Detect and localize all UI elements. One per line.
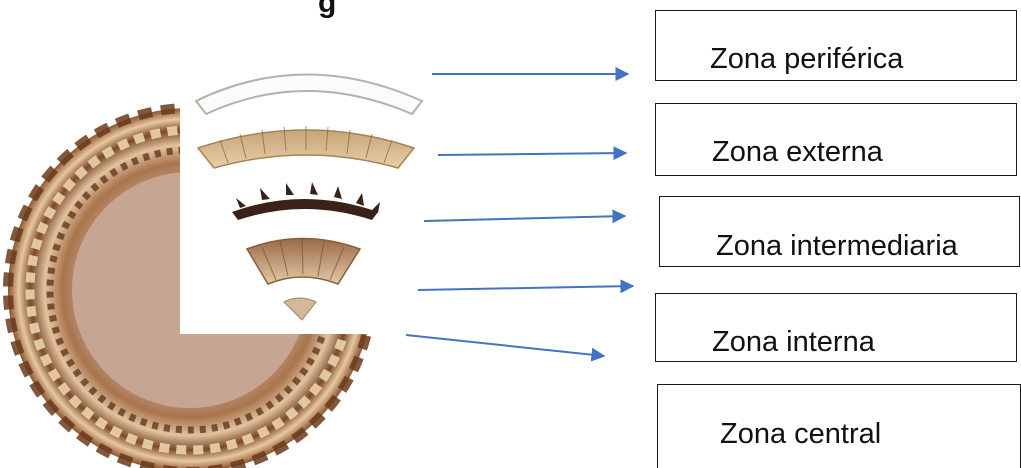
zone-interna-shape bbox=[247, 239, 360, 285]
zone-label-externa: Zona externa bbox=[712, 136, 883, 169]
arrow-externa bbox=[438, 153, 626, 155]
arrow-central bbox=[406, 335, 604, 356]
label-box-externa: Zona externa bbox=[655, 103, 1017, 176]
zone-label-periferica: Zona periférica bbox=[710, 43, 903, 76]
zone-label-interna: Zona interna bbox=[712, 326, 875, 359]
zone-label-central: Zona central bbox=[720, 418, 881, 451]
arrow-intermedia bbox=[424, 216, 625, 221]
label-box-intermediaria: Zona intermediaria bbox=[659, 196, 1020, 267]
label-box-periferica: Zona periférica bbox=[655, 10, 1017, 81]
label-box-central: Zona central bbox=[657, 384, 1021, 468]
arrow-interna bbox=[418, 286, 633, 290]
label-box-interna: Zona interna bbox=[655, 293, 1017, 362]
zone-label-intermediaria: Zona intermediaria bbox=[716, 230, 958, 263]
